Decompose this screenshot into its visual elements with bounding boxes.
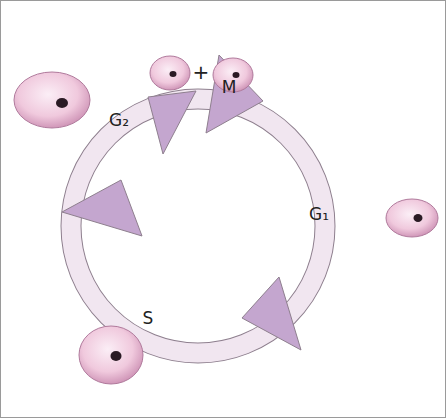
phase-label: M <box>222 79 237 96</box>
arrowhead <box>62 180 142 236</box>
arrowhead <box>148 91 196 154</box>
arrowhead <box>206 55 263 133</box>
daughter-cell <box>150 56 190 90</box>
phase-label: S <box>143 310 154 327</box>
nucleus <box>233 72 240 78</box>
nucleus <box>170 71 177 77</box>
cells <box>14 56 438 384</box>
phase-label: G₂ <box>109 112 129 129</box>
phase-label: G₁ <box>309 206 329 223</box>
cell-g1 <box>386 199 438 237</box>
arrowhead <box>242 277 301 350</box>
cell-g2 <box>14 72 90 128</box>
nucleus <box>111 351 122 361</box>
phase-arrows <box>62 55 301 350</box>
plus-sign: + <box>193 62 210 82</box>
nucleus <box>414 214 423 222</box>
nucleus <box>56 98 68 108</box>
cell-s <box>79 326 143 384</box>
